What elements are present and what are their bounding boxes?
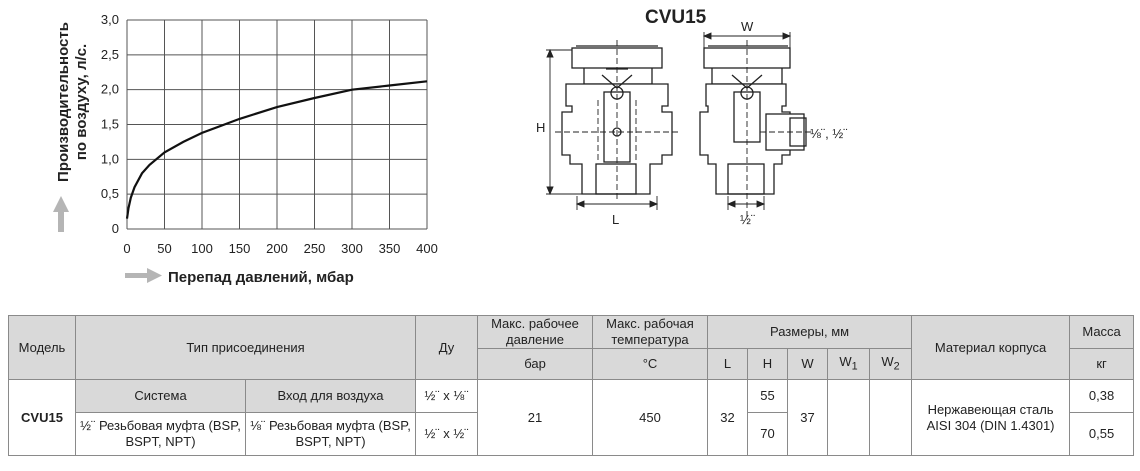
subheader-air-inlet: Вход для воздуха (245, 379, 416, 413)
y-tick-label: 1,5 (101, 117, 119, 132)
y-tick-label: 1,0 (101, 151, 119, 166)
du-cell-1: ½¨ x ⅛¨ (415, 379, 478, 413)
unit-temperature: °C (592, 348, 708, 380)
y-tick-label: 0,5 (101, 186, 119, 201)
y-axis-arrow-icon (53, 196, 69, 232)
drawing-title: CVU15 (645, 7, 707, 28)
header-du: Ду (415, 315, 478, 380)
header-pressure: Макс. рабочее давление (477, 315, 593, 349)
unit-w2: W2 (868, 348, 913, 380)
x-tick-label: 50 (157, 241, 171, 256)
y-tick-label: 2,5 (101, 47, 119, 62)
h-cell-1: 55 (747, 379, 788, 413)
system-connection-cell: ½¨ Резьбовая муфта (BSP, BSPT, NPT) (75, 412, 246, 456)
air-connection-cell: ⅛¨ Резьбовая муфта (BSP, BSPT, NPT) (245, 412, 416, 456)
table-units-row: бар °C L H W W1 W2 кг (9, 348, 1135, 380)
side-view (699, 45, 807, 195)
y-tick-label: 3,0 (101, 12, 119, 27)
table-row: CVU15 Система Вход для воздуха ½¨ x ⅛¨ 2… (8, 379, 1135, 456)
dim-side-label: ⅛¨, ½¨ (810, 126, 848, 141)
unit-w: W (787, 348, 828, 380)
y-axis-title-line1: Производительность (55, 22, 72, 182)
valve-drawing: CVU15 H L (536, 7, 848, 227)
x-tick-label: 350 (379, 241, 401, 256)
x-tick-label: 150 (229, 241, 251, 256)
x-axis-arrow-icon (125, 268, 162, 283)
dim-l-label: L (612, 212, 619, 227)
unit-mass: кг (1069, 348, 1135, 380)
w-cell: 37 (787, 379, 828, 456)
x-tick-label: 250 (304, 241, 326, 256)
header-connection: Тип присоединения (75, 315, 416, 380)
performance-chart: 0 50 100 150 200 250 300 350 400 0 0,5 1,0 1,5 2,0 2,5… (53, 12, 438, 286)
model-cell: CVU15 (8, 379, 76, 456)
header-model: Модель (8, 315, 76, 380)
x-tick-label: 100 (191, 241, 213, 256)
unit-w1: W1 (827, 348, 870, 380)
x-tick-label: 0 (123, 241, 130, 256)
dim-w-label: W (741, 19, 754, 34)
header-material: Материал корпуса (911, 315, 1071, 380)
table-header-row: Модель Тип присоединения Ду Макс. рабоче… (8, 315, 1135, 380)
mass-cell-1: 0,38 (1069, 379, 1135, 413)
temperature-cell: 450 (592, 379, 708, 456)
x-tick-label: 200 (266, 241, 288, 256)
unit-pressure: бар (477, 348, 593, 380)
x-tick-label: 300 (341, 241, 363, 256)
x-tick-label: 400 (416, 241, 438, 256)
l-cell: 32 (707, 379, 748, 456)
dim-port-label: ½¨ (740, 212, 755, 227)
h-cell-2: 70 (747, 412, 788, 456)
y-tick-label: 0 (112, 221, 119, 236)
chart-grid (126, 19, 428, 230)
chart-series-line (125, 80, 428, 219)
du-cell-2: ½¨ x ½¨ (415, 412, 478, 456)
material-cell: Нержавеющая сталь AISI 304 (DIN 1.4301) (911, 379, 1071, 456)
w2-cell (868, 379, 913, 456)
dim-h-label: H (536, 120, 545, 135)
header-dimensions: Размеры, мм (706, 315, 913, 349)
header-temperature: Макс. рабочая температура (592, 315, 708, 349)
mass-cell-2: 0,55 (1069, 412, 1135, 456)
pressure-cell: 21 (477, 379, 593, 456)
unit-l: L (707, 348, 748, 380)
table-row: ½¨ Резьбовая муфта (BSP, BSPT, NPT) ⅛¨ Р… (9, 412, 1135, 456)
spec-table: Модель Тип присоединения Ду Макс. рабоче… (8, 315, 1135, 456)
y-tick-label: 2,0 (101, 82, 119, 97)
w1-cell (827, 379, 870, 456)
header-mass: Масса (1069, 315, 1135, 349)
subheader-system: Система (75, 379, 246, 413)
x-axis-title: Перепад давлений, мбар (168, 269, 354, 286)
y-axis-title-line2: по воздуху, л/с. (73, 44, 90, 160)
unit-h: H (747, 348, 788, 380)
